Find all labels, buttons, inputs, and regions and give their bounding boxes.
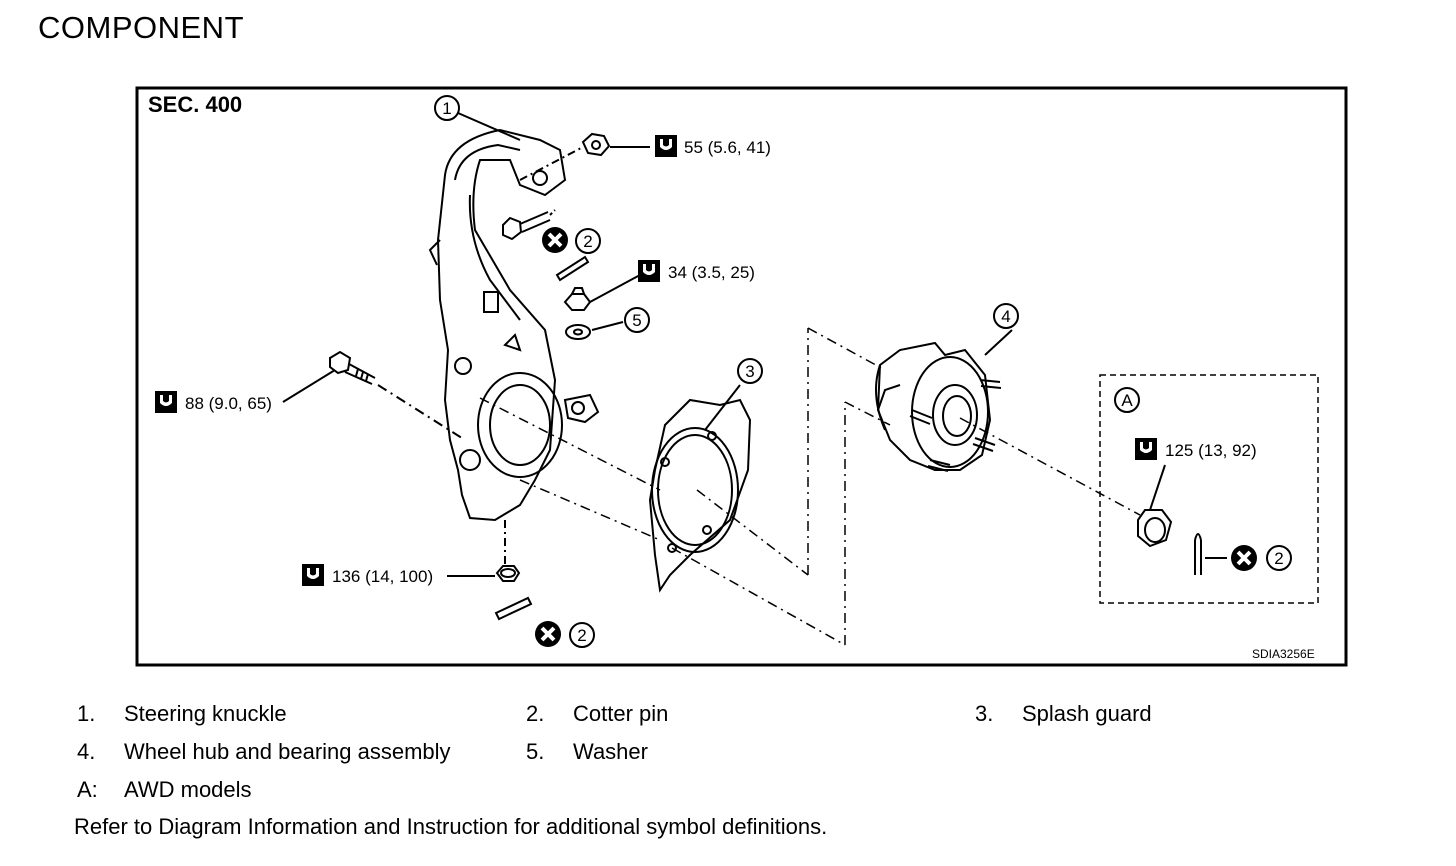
do-not-reuse-icon-awd — [1229, 543, 1259, 573]
torque-55: 55 (5.6, 41) — [684, 138, 771, 157]
guide-lower — [671, 547, 846, 646]
callout-4-circle — [993, 303, 1019, 329]
callout-1-circle — [434, 95, 460, 121]
lower-nut — [447, 520, 521, 582]
cotter-pin-lower — [494, 596, 533, 621]
legend-label-A: AWD models — [124, 777, 252, 802]
torque-88: 88 (9.0, 65) — [185, 394, 272, 413]
callout-A-circle — [1114, 387, 1140, 413]
callout-4: 4 — [1001, 307, 1010, 326]
callout-A: A — [1121, 391, 1133, 410]
legend-label-5: Washer — [573, 739, 648, 764]
torque-125: 125 (13, 92) — [1165, 441, 1257, 460]
upper-nut — [519, 132, 650, 181]
torque-icon-55 — [655, 135, 677, 157]
section-label: SEC. 400 — [148, 92, 242, 117]
legend-num-3: 3. — [975, 701, 994, 726]
diagram-frame — [135, 86, 1348, 667]
callout-3-circle — [737, 358, 763, 384]
legend-label-3: Splash guard — [1022, 701, 1152, 726]
legend-num-5: 5. — [526, 739, 545, 764]
bolt-88 — [282, 350, 466, 441]
callout-2b: 2 — [577, 626, 586, 645]
center-axis-left — [479, 397, 661, 491]
callout-2a-circle — [575, 228, 601, 254]
awd-box — [1099, 374, 1319, 604]
do-not-reuse-icon-upper — [540, 225, 570, 255]
callout-5-circle — [624, 307, 650, 333]
callout-2c-circle — [1266, 545, 1292, 571]
washer — [565, 321, 624, 340]
callout-3: 3 — [745, 362, 754, 381]
legend-label-1: Steering knuckle — [124, 701, 287, 726]
torque-34: 34 (3.5, 25) — [668, 263, 755, 282]
callout-2b-circle — [569, 622, 595, 648]
torque-icon-136 — [302, 564, 324, 586]
legend-num-4: 4. — [77, 739, 96, 764]
cotter-pin-upper — [555, 255, 590, 282]
nut-34 — [563, 274, 641, 311]
figure-code: SDIA3256E — [1252, 647, 1315, 661]
steering-knuckle — [428, 128, 600, 522]
legend-num-1: 1. — [77, 701, 96, 726]
center-axis-right — [959, 417, 1141, 516]
do-not-reuse-icon-lower — [533, 619, 563, 649]
legend-label-2: Cotter pin — [573, 701, 669, 726]
z-guide — [696, 327, 891, 645]
torque-icon-88 — [155, 391, 177, 413]
page-title: COMPONENT — [38, 10, 244, 45]
callout-1: 1 — [442, 99, 451, 118]
wheel-hub — [875, 329, 1013, 472]
legend-label-4: Wheel hub and bearing assembly — [124, 739, 451, 764]
torque-136: 136 (14, 100) — [332, 567, 433, 586]
upper-bolt — [502, 209, 556, 241]
torque-icon-34 — [638, 260, 660, 282]
torque-icon-125 — [1135, 438, 1157, 460]
footer-note: Refer to Diagram Information and Instruc… — [74, 814, 828, 839]
callout-2c: 2 — [1274, 549, 1283, 568]
center-axis-lower — [519, 479, 661, 541]
awd-cotter-pin — [1194, 533, 1227, 575]
legend-num-2: 2. — [526, 701, 545, 726]
callout-5: 5 — [632, 311, 641, 330]
callout-1-leader — [457, 112, 521, 141]
splash-guard — [648, 384, 752, 593]
callout-2a: 2 — [583, 232, 592, 251]
legend-num-A: A: — [77, 777, 98, 802]
awd-nut — [1137, 464, 1173, 548]
